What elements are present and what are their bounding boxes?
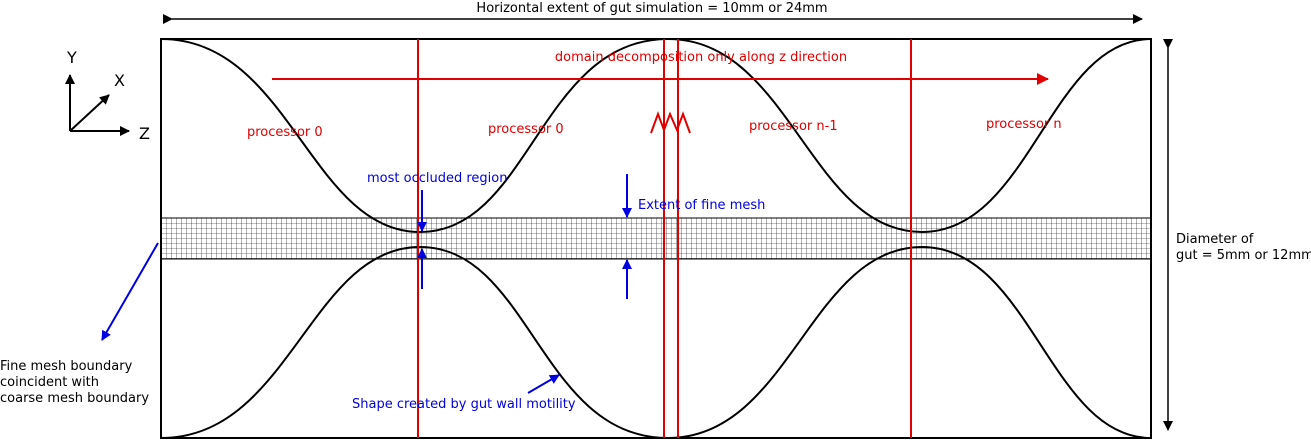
- processor-label-4: processor n: [986, 117, 1062, 132]
- boundary-label-line1: Fine mesh boundary: [0, 359, 133, 374]
- processor-label-1: processor 0: [247, 125, 323, 140]
- boundary-label-line3: coarse mesh boundary: [0, 391, 149, 406]
- fine-mesh-band: [160, 217, 1152, 260]
- boundary-label-line2: coincident with: [0, 375, 99, 390]
- y-axis-label: Y: [66, 48, 77, 67]
- boundary-arrow: [101, 242, 159, 341]
- diameter-label-line2: gut = 5mm or 12mm: [1176, 248, 1311, 263]
- fine-mesh-extent-label: Extent of fine mesh: [638, 198, 765, 213]
- axes-icon: [65, 74, 130, 136]
- decomposition-label: domain decomposition only along z direct…: [555, 50, 847, 65]
- horizontal-extent-label: Horizontal extent of gut simulation = 10…: [476, 1, 827, 16]
- shape-label: Shape created by gut wall motility: [352, 397, 576, 412]
- gut-wall-lower-curve: [160, 245, 1152, 440]
- break-symbol-icon: [650, 111, 691, 134]
- shape-arrow: [527, 374, 560, 394]
- occluded-region-label: most occluded region: [367, 171, 507, 186]
- x-axis-label: X: [114, 71, 125, 90]
- diameter-label-line1: Diameter of: [1176, 232, 1254, 247]
- simulation-domain-box: [160, 38, 1152, 439]
- z-axis-label: Z: [139, 124, 150, 143]
- processor-label-3: processor n-1: [749, 119, 838, 134]
- processor-label-2: processor 0: [488, 122, 564, 137]
